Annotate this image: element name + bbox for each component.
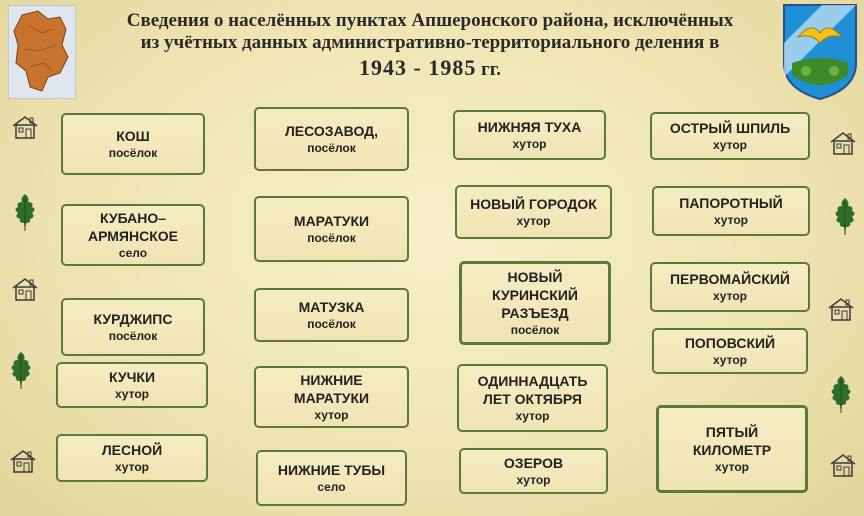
settlement-kind: хутор [712,289,748,303]
settlement-maratuki: МАРАТУКИ посёлок [254,196,409,262]
settlement-kind: хутор [515,409,550,423]
settlement-nizhnyaya-tukha: НИЖНЯЯ ТУХА хутор [453,110,606,160]
settlement-name: ПАПОРОТНЫЙ [679,195,783,211]
settlement-odinnadtsat-let-oktyabrya: ОДИННАДЦАТЬ ЛЕТ ОКТЯБРЯ хутор [457,364,608,432]
settlement-name: ОСТРЫЙ ШПИЛЬ [669,120,791,136]
settlement-ostry-shpil: ОСТРЫЙ ШПИЛЬ хутор [650,112,810,160]
settlement-lesnoy: ЛЕСНОЙ хутор [56,434,208,482]
settlement-ozerov: ОЗЕРОВ хутор [459,448,608,494]
settlement-matuzka: МАТУЗКА посёлок [254,288,409,342]
title-line-1: Сведения о населённых пунктах Апшеронско… [126,10,734,31]
settlement-name: НОВЫЙ ГОРОДОК [470,196,597,212]
settlement-kind: посёлок [307,141,356,155]
settlement-lesozavod: ЛЕСОЗАВОД, посёлок [254,107,409,171]
settlement-kind: хутор [314,408,349,422]
settlement-popovsky: ПОПОВСКИЙ хутор [652,328,808,374]
settlement-kind: хутор [712,138,748,152]
settlement-name: ПЯТЫЙ КИЛОМЕТР [692,424,772,458]
settlement-kind: посёлок [510,323,560,337]
settlement-kind: хутор [516,214,551,228]
settlement-name: МАРАТУКИ [293,213,370,229]
settlement-kind: посёлок [307,231,356,245]
settlement-nizhnie-maratuki: НИЖНИЕ МАРАТУКИ хутор [254,366,409,428]
settlement-kind: хутор [713,213,749,227]
settlement-name: ЛЕСОЗАВОД, [284,123,379,139]
settlement-name: КУРДЖИПС [93,311,173,327]
settlement-name: НОВЫЙ КУРИНСКИЙ РАЗЪЕЗД [492,269,578,321]
house-icon [830,132,856,155]
settlement-pyaty-kilometr: ПЯТЫЙ КИЛОМЕТР хутор [656,405,808,493]
oak-leaf-icon [835,198,855,235]
settlement-kind: посёлок [307,317,356,331]
settlement-name: КУБАНО– АРМЯНСКОЕ [88,210,178,244]
settlement-name: КОШ [116,128,150,144]
title-years-suffix: гг. [476,59,501,80]
settlement-name: ПЕРВОМАЙСКИЙ [669,271,790,287]
settlement-kind: посёлок [108,146,158,160]
settlement-paporotny: ПАПОРОТНЫЙ хутор [652,186,810,236]
settlement-name: НИЖНИЕ МАРАТУКИ [293,372,370,406]
title-years: 1943 - 1985 [359,55,477,80]
settlement-novy-gorodok: НОВЫЙ ГОРОДОК хутор [455,185,612,239]
settlement-kind: хутор [512,137,547,151]
oak-leaf-icon [11,352,31,389]
house-icon [828,298,854,321]
settlement-kind: хутор [114,387,150,401]
house-icon [12,116,38,139]
settlement-kind: хутор [516,473,551,487]
settlement-pervomaysky: ПЕРВОМАЙСКИЙ хутор [650,262,810,312]
settlement-kind: село [118,246,148,260]
settlement-name: ЛЕСНОЙ [101,442,163,458]
settlement-kosh: КОШ посёлок [61,113,205,175]
settlement-kubano-armyanskoe: КУБАНО– АРМЯНСКОЕ село [61,204,205,266]
settlement-name: ОЗЕРОВ [503,455,564,471]
house-icon [12,278,38,301]
settlement-kind: хутор [712,353,748,367]
settlement-kind: хутор [114,460,150,474]
house-icon [10,450,36,473]
settlement-name: НИЖНИЕ ТУБЫ [277,462,386,478]
page-title: Сведения о населённых пунктах Апшеронско… [80,10,780,81]
settlement-name: МАТУЗКА [298,299,365,315]
settlement-kind: село [317,480,346,494]
oak-leaf-icon [831,376,851,413]
settlement-nizhnie-tuby: НИЖНИЕ ТУБЫ село [256,450,407,506]
oak-leaf-icon [15,194,35,231]
settlement-name: НИЖНЯЯ ТУХА [477,119,582,135]
settlement-kind: посёлок [108,329,158,343]
settlement-kind: хутор [714,460,750,474]
title-line-2: из учётных данных административно-террит… [140,32,720,53]
settlement-kurdzhips: КУРДЖИПС посёлок [61,298,205,356]
settlement-name: КУЧКИ [108,369,156,385]
settlement-name: ОДИННАДЦАТЬ ЛЕТ ОКТЯБРЯ [477,373,588,407]
district-map [8,5,76,99]
coat-of-arms [783,4,857,101]
settlement-kuchki: КУЧКИ хутор [56,362,208,408]
house-icon [830,454,856,477]
settlement-name: ПОПОВСКИЙ [684,335,776,351]
settlement-novy-kurinsky-razyezd: НОВЫЙ КУРИНСКИЙ РАЗЪЕЗД посёлок [459,261,611,345]
